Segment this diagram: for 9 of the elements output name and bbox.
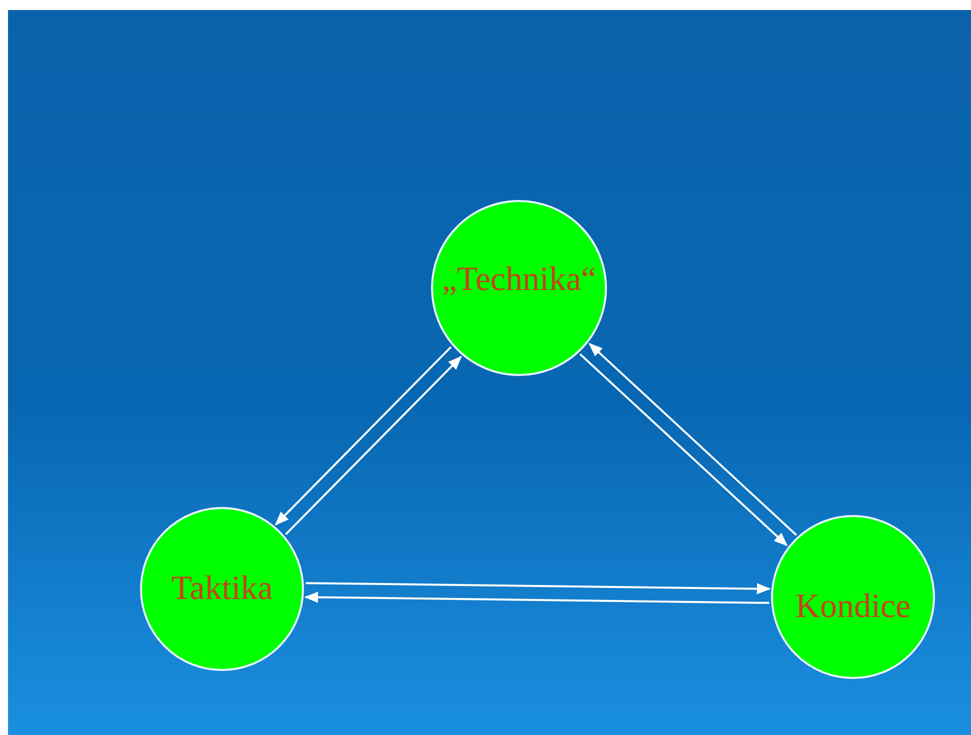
node-label: „Technika“	[442, 261, 596, 299]
arrow	[579, 353, 788, 546]
arrow	[274, 346, 452, 526]
arrow	[306, 582, 771, 594]
node-label: Kondice	[795, 588, 911, 626]
arrow	[285, 356, 462, 535]
arrow	[304, 592, 770, 604]
node-label: Taktika	[171, 570, 273, 608]
arrow	[588, 342, 797, 536]
